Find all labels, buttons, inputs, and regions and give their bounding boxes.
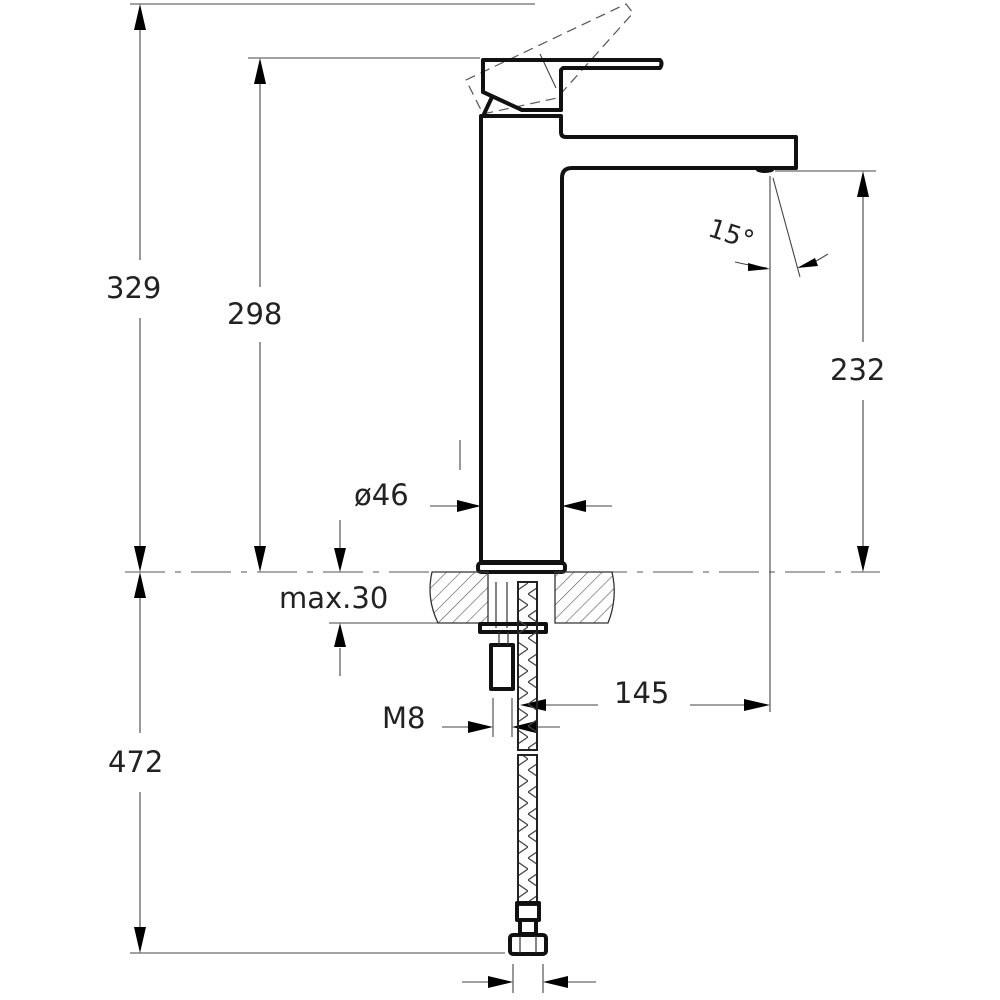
label-overall-height: 329 [104, 271, 164, 305]
countertop-section [429, 571, 615, 624]
label-stud-thread: M8 [380, 701, 428, 735]
dimension-max-30 [334, 520, 346, 676]
dimension-diameter-46 [430, 500, 612, 512]
dimension-angle-15 [734, 177, 829, 278]
dimension-298 [254, 58, 266, 572]
label-hose-length: 472 [106, 745, 166, 779]
flexible-hose [508, 581, 548, 956]
label-spout-height: 232 [828, 353, 888, 387]
dimension-232 [857, 171, 869, 572]
extension-lines [125, 3, 880, 954]
dimension-329 [134, 4, 146, 572]
label-spout-reach: 145 [612, 676, 672, 710]
faucet-lever [481, 58, 664, 116]
base-flange [476, 561, 567, 574]
mounting-assembly [478, 582, 548, 691]
label-lever-height: 298 [225, 297, 285, 331]
dimension-connector-width [462, 964, 596, 993]
label-max-thickness: max.30 [277, 581, 391, 615]
label-body-diameter: ø46 [352, 478, 411, 512]
dimension-472 [134, 572, 146, 953]
faucet-body [459, 114, 798, 564]
